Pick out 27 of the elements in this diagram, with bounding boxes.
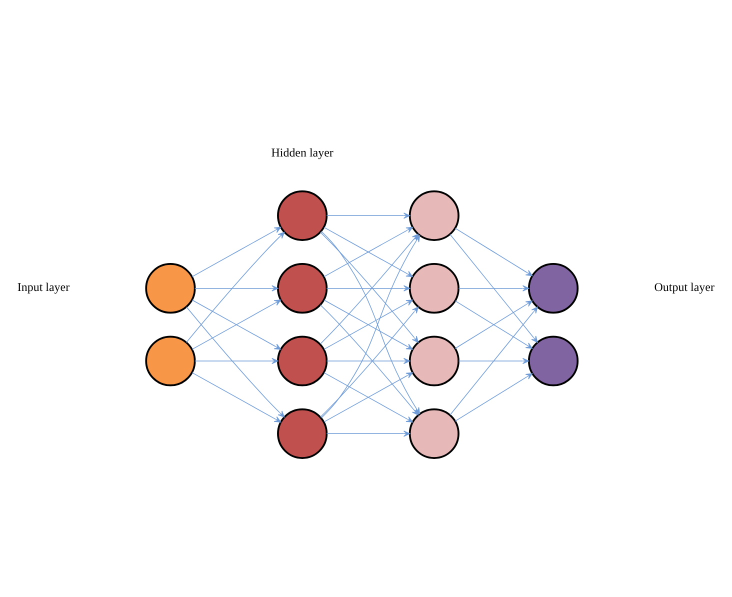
- arrow: [192, 226, 282, 277]
- label: Hidden layer: [271, 144, 334, 159]
- arrow: [192, 299, 282, 350]
- arrow: [326, 430, 410, 436]
- arrow: [186, 231, 285, 342]
- arrow: [192, 372, 282, 422]
- arrow: [324, 226, 413, 277]
- arrow: [186, 306, 285, 417]
- arrow: [458, 357, 530, 364]
- arrow: [458, 284, 530, 291]
- arrow: [454, 227, 533, 276]
- arrow: [450, 306, 538, 415]
- node-circle: [277, 335, 328, 386]
- arrow: [194, 357, 278, 364]
- label: Input layer: [17, 280, 70, 294]
- node-circle: [145, 335, 196, 386]
- arrow: [326, 212, 410, 218]
- node-circle: [145, 262, 196, 314]
- arrow: [454, 372, 533, 422]
- arrow: [324, 372, 413, 422]
- arrow: [324, 299, 413, 350]
- arrow: [194, 284, 278, 291]
- arrow: [450, 233, 538, 342]
- node-circle: [277, 262, 328, 314]
- arrow: [326, 284, 410, 291]
- label: Output layer: [654, 280, 714, 294]
- arrow: [326, 357, 410, 364]
